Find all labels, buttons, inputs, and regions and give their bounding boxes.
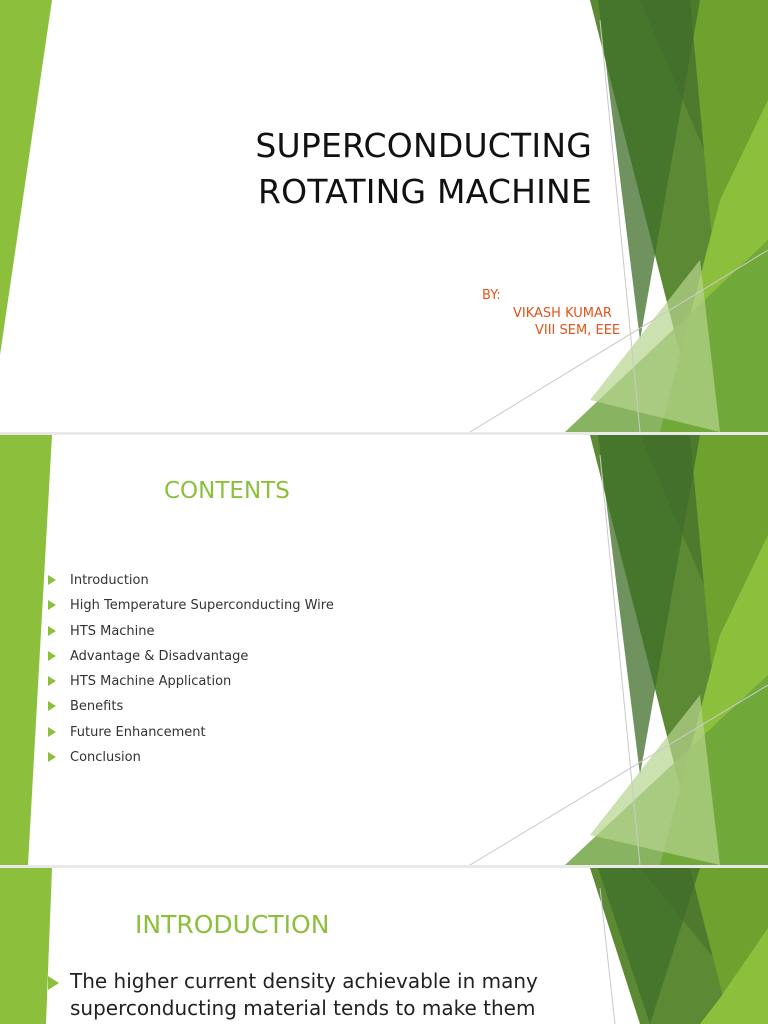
slide-separator <box>0 432 768 435</box>
bullet-arrow-icon <box>48 676 56 687</box>
slide-separator <box>0 865 768 868</box>
decorative-green-shapes <box>0 868 768 1024</box>
list-item: Introduction <box>48 572 334 597</box>
list-item: Conclusion <box>48 749 334 774</box>
list-item: Benefits <box>48 698 334 723</box>
list-item: Advantage & Disadvantage <box>48 648 334 673</box>
list-item: High Temperature Superconducting Wire <box>48 597 334 622</box>
decorative-green-shapes <box>0 0 768 432</box>
list-item: HTS Machine <box>48 623 334 648</box>
list-item: HTS Machine Application <box>48 673 334 698</box>
bullet-arrow-icon <box>48 976 59 990</box>
contents-list: Introduction High Temperature Supercondu… <box>48 572 334 774</box>
list-item: Future Enhancement <box>48 724 334 749</box>
list-item-label: Benefits <box>70 699 124 715</box>
bullet-arrow-icon <box>48 600 56 611</box>
list-item-label: Conclusion <box>70 750 141 766</box>
bullet-arrow-icon <box>48 701 56 712</box>
list-item-label: Advantage & Disadvantage <box>70 648 249 664</box>
contents-heading: CONTENTS <box>164 478 290 504</box>
bullet-arrow-icon <box>48 752 56 763</box>
decorative-green-shapes <box>0 435 768 865</box>
slide-contents <box>0 435 768 865</box>
slide-title-heading: SUPERCONDUCTING ROTATING MACHINE <box>0 123 592 215</box>
bullet-arrow-icon <box>48 575 56 585</box>
introduction-heading: INTRODUCTION <box>135 910 330 939</box>
author-name: VIKASH KUMAR <box>513 306 612 321</box>
list-item-label: HTS Machine <box>70 623 155 639</box>
introduction-text: The higher current density achievable in… <box>70 969 538 1020</box>
slide-introduction <box>0 868 768 1024</box>
bullet-arrow-icon <box>48 726 56 737</box>
list-item-label: HTS Machine Application <box>70 674 232 690</box>
introduction-bullet: The higher current density achievable in… <box>48 968 600 1022</box>
by-label: BY: <box>482 288 501 303</box>
title-line-2: ROTATING MACHINE <box>258 172 592 211</box>
list-item-label: Introduction <box>70 573 149 588</box>
author-class: VIII SEM, EEE <box>535 323 621 338</box>
list-item-label: Future Enhancement <box>70 724 206 740</box>
bullet-arrow-icon <box>48 625 56 636</box>
title-line-1: SUPERCONDUCTING <box>255 126 592 165</box>
slide-title: SUPERCONDUCTING ROTATING MACHINE BY: VIK… <box>0 0 768 432</box>
list-item-label: High Temperature Superconducting Wire <box>70 598 334 614</box>
bullet-arrow-icon <box>48 650 56 661</box>
